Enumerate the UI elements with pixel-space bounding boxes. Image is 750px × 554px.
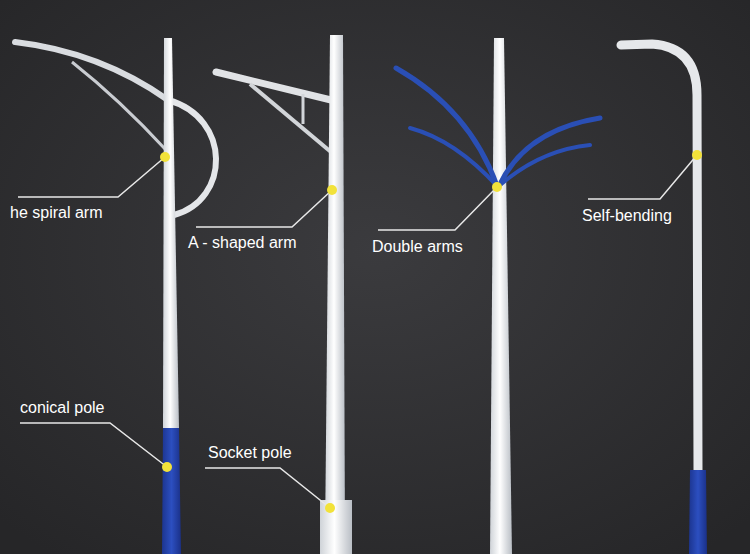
leader-lines — [18, 155, 697, 508]
double-arms-pole — [396, 38, 600, 554]
part-label: Self-bending — [582, 206, 672, 226]
part-label: Double arms — [372, 237, 463, 257]
part-label: conical pole — [20, 398, 105, 418]
part-label: he spiral arm — [10, 203, 102, 223]
self-bending-pole — [621, 44, 707, 554]
spiral-arm-pole — [15, 38, 216, 554]
part-label: Socket pole — [208, 443, 292, 463]
marker-dots — [160, 150, 702, 513]
part-label: A - shaped arm — [188, 233, 297, 253]
a-shaped-arm-pole — [216, 35, 352, 554]
